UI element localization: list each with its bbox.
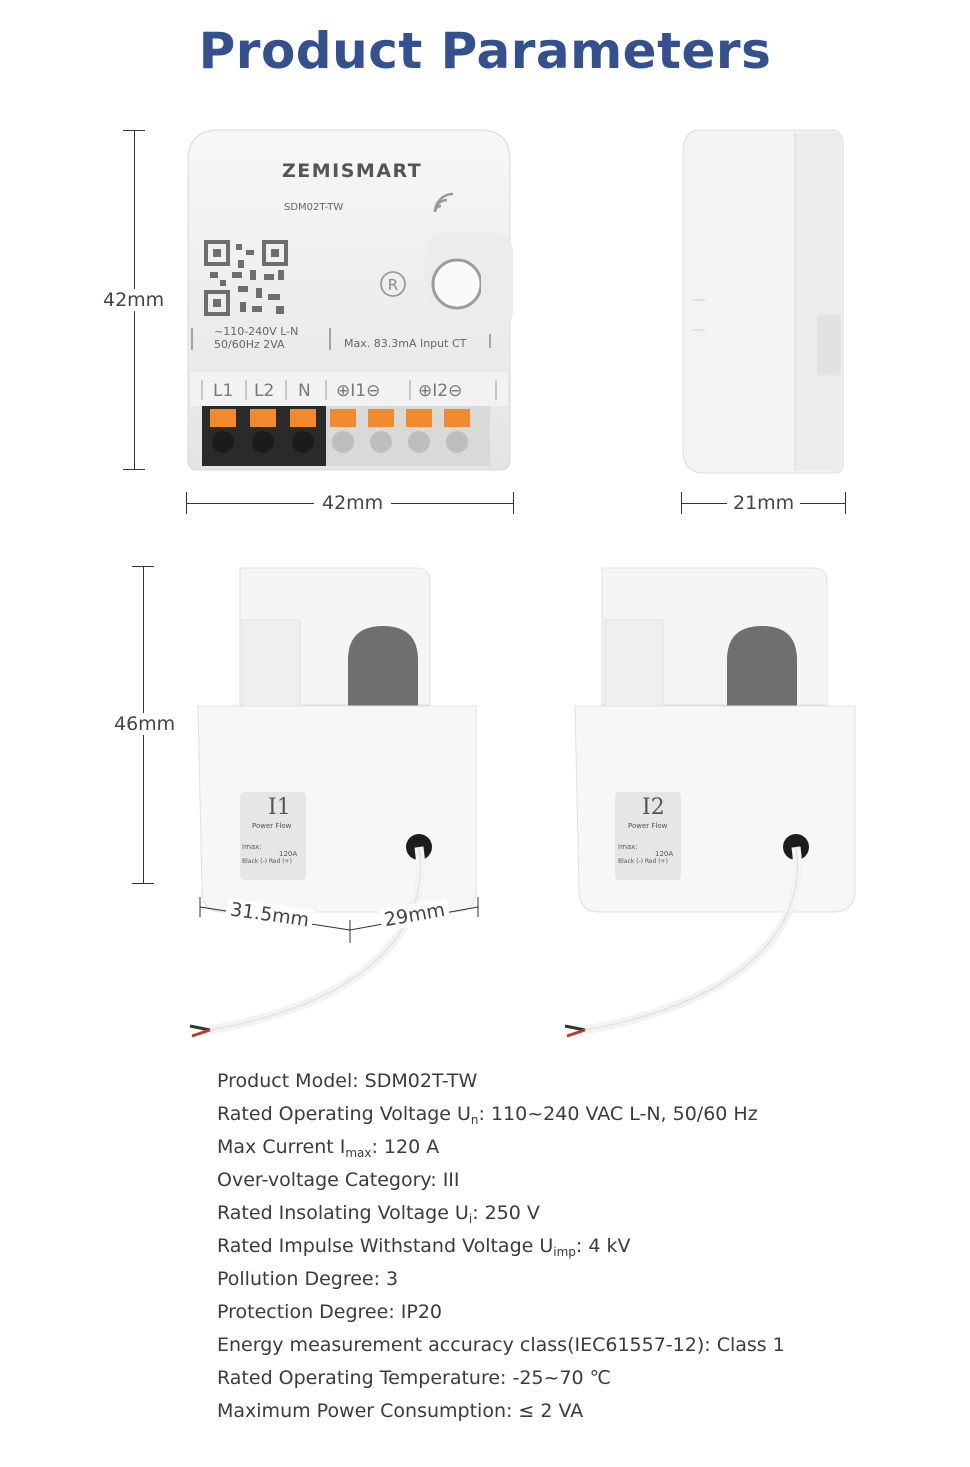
dim-label-module-height: 42mm — [99, 289, 169, 311]
terminal-label-l2: L2 — [254, 381, 275, 401]
ct-2-imax-label: Imax: — [618, 843, 638, 851]
terminal-label-i1: ⊕I1⊖ — [336, 381, 381, 401]
voltage-print-line-2: 50/60Hz 2VA — [214, 338, 285, 351]
spec-value: : 110~240 VAC L-N, 50/60 Hz — [478, 1103, 758, 1125]
spec-impulse-voltage: Rated Impulse Withstand Voltage Uimp: 4 … — [217, 1231, 785, 1264]
ct-2-label: I2 — [642, 795, 665, 820]
spec-operating-temperature: Rated Operating Temperature: -25~70 ℃ — [217, 1363, 785, 1396]
ct-1-label: I1 — [268, 795, 291, 820]
wifi-icon — [433, 192, 454, 213]
spec-power-consumption: Maximum Power Consumption: ≤ 2 VA — [217, 1396, 785, 1429]
spec-subscript: n — [470, 1113, 479, 1127]
qr-code — [204, 240, 288, 316]
spec-model: Product Model: SDM02T-TW — [217, 1066, 785, 1099]
smart-meter-side-image — [682, 129, 844, 474]
spec-text: Pollution Degree: 3 — [217, 1268, 399, 1290]
spec-text: Energy measurement accuracy class(IEC615… — [217, 1334, 785, 1356]
voltage-print-line-1: ~110-240V L-N — [214, 325, 299, 338]
pairing-button — [431, 258, 483, 310]
spec-list: Product Model: SDM02T-TW Rated Operating… — [217, 1066, 785, 1429]
terminal-label-l1: L1 — [213, 381, 234, 401]
voltage-print: ~110-240V L-N 50/60Hz 2VA — [214, 325, 298, 351]
spec-pollution-degree: Pollution Degree: 3 — [217, 1264, 785, 1297]
ct-1-wire-colors: Black (-) Red (+) — [242, 858, 292, 865]
spec-text: Product Model: SDM02T-TW — [217, 1070, 478, 1092]
spec-text: Rated Operating Voltage U — [217, 1103, 471, 1125]
spec-max-current: Max Current Imax: 120 A — [217, 1132, 785, 1165]
dim-tick — [681, 492, 682, 514]
dim-tick — [123, 130, 145, 131]
spec-subscript: imp — [553, 1245, 576, 1259]
spec-accuracy-class: Energy measurement accuracy class(IEC615… — [217, 1330, 785, 1363]
ct-2-flow: Power Flow — [628, 822, 668, 830]
ct-sensor-1-image — [189, 567, 477, 1038]
ct-2-imax-value: 120A — [655, 850, 674, 858]
dim-tick — [123, 469, 145, 470]
spec-value: : 120 A — [371, 1136, 440, 1158]
spec-subscript: i — [468, 1212, 473, 1226]
page-title: Product Parameters — [198, 22, 772, 80]
spec-overvoltage-category: Over-voltage Category: III — [217, 1165, 785, 1198]
dim-tick — [132, 566, 154, 567]
ct-1-imax-value: 120A — [279, 850, 298, 858]
spec-text: Protection Degree: IP20 — [217, 1301, 442, 1323]
dim-label-ct-height: 46mm — [110, 713, 180, 735]
spec-text: Maximum Power Consumption: ≤ 2 VA — [217, 1400, 584, 1422]
ct-2-wire-colors: Black (-) Red (+) — [618, 858, 668, 865]
spec-text: Rated Impulse Withstand Voltage U — [217, 1235, 554, 1257]
spec-text: Rated Insolating Voltage U — [217, 1202, 469, 1224]
dim-tick — [513, 492, 514, 514]
ct-1-flow: Power Flow — [252, 822, 292, 830]
dim-label-module-depth: 21mm — [727, 492, 801, 514]
spec-text: Max Current I — [217, 1136, 346, 1158]
spec-subscript: max — [345, 1146, 372, 1160]
model-print: SDM02T-TW — [284, 202, 344, 213]
dim-tick — [845, 492, 846, 514]
smart-meter-front-image: R — [187, 129, 513, 471]
ct-input-print: Max. 83.3mA Input CT — [344, 337, 467, 350]
spec-value: : 4 kV — [575, 1235, 631, 1257]
reset-label: R — [388, 276, 398, 294]
ct-sensor-2-image — [564, 567, 856, 1038]
dim-tick — [186, 492, 187, 514]
spec-protection-degree: Protection Degree: IP20 — [217, 1297, 785, 1330]
spec-text: Over-voltage Category: III — [217, 1169, 460, 1191]
terminal-label-n: N — [298, 381, 311, 401]
spec-text: Rated Operating Temperature: -25~70 ℃ — [217, 1367, 611, 1389]
dim-label-module-width: 42mm — [314, 492, 392, 514]
ct-1-imax-label: Imax: — [242, 843, 262, 851]
spec-rated-voltage: Rated Operating Voltage Un: 110~240 VAC … — [217, 1099, 785, 1132]
spec-value: : 250 V — [472, 1202, 540, 1224]
terminal-label-i2: ⊕I2⊖ — [418, 381, 463, 401]
dim-tick — [132, 883, 154, 884]
brand-logo: ZEMISMART — [282, 160, 423, 182]
spec-insolating-voltage: Rated Insolating Voltage Ui: 250 V — [217, 1198, 785, 1231]
